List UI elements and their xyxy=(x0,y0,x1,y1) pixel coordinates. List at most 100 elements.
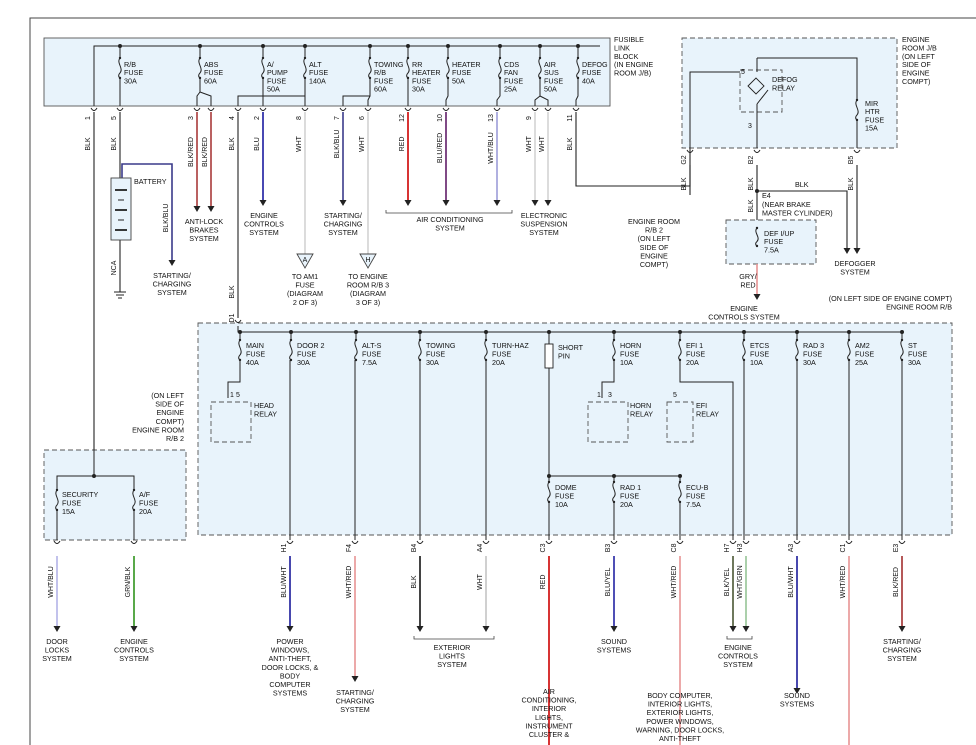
output-pin-icon xyxy=(482,540,490,544)
fuse-terminal xyxy=(55,508,59,512)
destination-label: DOOR xyxy=(46,637,68,646)
engine-room-rb-fuse-label: FUSE xyxy=(297,349,316,358)
fuse-terminal xyxy=(238,358,242,362)
fusible-link-fuse-label: TOWING xyxy=(374,60,404,69)
bus-dot xyxy=(900,330,904,334)
ground-code: NCA xyxy=(111,260,118,275)
destination-label: ANTI-THEFT xyxy=(659,734,702,743)
bus-dot xyxy=(612,330,616,334)
pin-number: 4 xyxy=(229,116,236,120)
pin-number: C3 xyxy=(540,543,547,552)
to-am1-label: TO AM1 xyxy=(292,272,318,281)
fuse-terminal xyxy=(261,76,265,80)
destination-label: CLUSTER & xyxy=(529,730,570,739)
pin-number: A3 xyxy=(788,544,795,553)
boxes-layer xyxy=(43,37,953,541)
pin-number: 10 xyxy=(437,114,444,122)
fuse-terminal xyxy=(368,56,372,60)
fusible-link-fuse-label: FAN xyxy=(504,68,518,77)
ac-arrow-icon xyxy=(442,200,450,206)
to-engine-room-label: TO ENGINE xyxy=(348,272,388,281)
bus-dot xyxy=(538,44,542,48)
fuse-terminal xyxy=(368,76,372,80)
destination-label: EXTERIOR LIGHTS, xyxy=(647,708,714,717)
wire-color-label: BLK/RED xyxy=(893,567,900,597)
fuse-terminal xyxy=(484,358,488,362)
destination-label: WINDOWS, xyxy=(271,646,309,655)
destination-label: STARTING/ xyxy=(336,688,374,697)
electronic-suspension-label: SUSPENSION xyxy=(520,220,567,229)
bus-dot xyxy=(612,474,616,478)
fuse-terminal xyxy=(576,56,580,60)
engine-room-rb-fuse-label: FUSE xyxy=(803,349,822,358)
bus-dot xyxy=(118,44,122,48)
engine-room-rb-fuse-label: 20A xyxy=(686,358,699,367)
bus-dot xyxy=(354,330,358,334)
output-arrow-icon xyxy=(53,626,61,632)
starting-charging-label: STARTING/ xyxy=(153,271,191,280)
bus-dot xyxy=(418,330,422,334)
starting-charging-label: STARTING/ xyxy=(324,211,362,220)
fusible-link-fuse-label: 60A xyxy=(374,85,387,94)
fusible-link-pin-icon xyxy=(544,107,552,111)
def-iup-fuse-label: FUSE xyxy=(764,237,783,246)
sub-fuse-label: 7.5A xyxy=(686,500,701,509)
starting-charging-label: SYSTEM xyxy=(328,228,358,237)
fuse-terminal xyxy=(261,56,265,60)
engine-room-rb-fuse-label: EFI 1 xyxy=(686,341,703,350)
destination-label: SYSTEMS xyxy=(597,646,632,655)
pin-number: H3 xyxy=(737,543,744,552)
engine-room-rb-fuse-label: FUSE xyxy=(908,349,927,358)
engine-room-rb-fuse-label: FUSE xyxy=(855,349,874,358)
rb2-lower-fuse-label: A/F xyxy=(139,490,151,499)
fusible-link-fuse-label: DEFOG xyxy=(582,60,608,69)
pin-number: 9 xyxy=(526,116,533,120)
engine-controls-label: SYSTEM xyxy=(723,660,753,669)
engine-room-jb-label: ROOM J/B xyxy=(902,43,937,52)
fusible-link-fuse-label: FUSE xyxy=(582,68,601,77)
fusible-link-pin-icon xyxy=(207,107,215,111)
anti-lock-label: SYSTEM xyxy=(189,234,219,243)
engine-room-rb-fuse-label: 10A xyxy=(750,358,763,367)
fuse-terminal xyxy=(547,500,551,504)
engine-controls-label: CONTROLS SYSTEM xyxy=(708,313,780,322)
def-iup-fuse-label: 7.5A xyxy=(764,245,779,254)
bus-dot xyxy=(576,44,580,48)
wire-color-label: BLK/BLU xyxy=(163,204,170,233)
pin-number: 7 xyxy=(334,116,341,120)
ac-bracket xyxy=(385,210,513,214)
sub-fuse-label: 20A xyxy=(620,500,633,509)
output-pin-icon xyxy=(742,540,750,544)
rb2-lower-fuse-label: 20A xyxy=(139,507,152,516)
fusible-link-pin-icon xyxy=(259,107,267,111)
wire-color-label: BLK xyxy=(111,137,118,151)
wire-blk-e4-defogger xyxy=(757,190,848,250)
wire xyxy=(196,78,201,106)
output-arrow-icon xyxy=(482,626,490,632)
engine-controls-bracket xyxy=(726,636,753,640)
wire-color-label: RED xyxy=(740,280,755,289)
wire-color-label: BLU/YEL xyxy=(605,567,612,596)
fuse-terminal xyxy=(612,358,616,362)
to-am1-label: FUSE xyxy=(295,281,314,290)
fuse-terminal xyxy=(55,488,59,492)
wire-color-label: BLK/RED xyxy=(188,137,195,167)
defogger-arrow-icon xyxy=(853,248,861,254)
wire-color-label: BLU/RED xyxy=(437,133,444,163)
relay-pin: 5 xyxy=(741,69,745,76)
suspension-arrow-icon xyxy=(531,200,539,206)
pin-number: 12 xyxy=(399,114,406,122)
destination-label: INSTRUMENT xyxy=(525,721,573,730)
destination-label: STARTING/ xyxy=(883,637,921,646)
fuse-terminal xyxy=(547,480,551,484)
fusible-link-fuse-label: PUMP xyxy=(267,68,288,77)
destination-label: LIGHTS, xyxy=(535,713,563,722)
wire xyxy=(237,78,306,106)
defogger-label: SYSTEM xyxy=(840,268,870,277)
bus-dot xyxy=(678,474,682,478)
output-arrow-icon xyxy=(610,626,618,632)
rb2-upper-label: SIDE OF xyxy=(640,243,669,252)
wires-layer xyxy=(56,45,903,745)
rb2-upper-label: ENGINE ROOM xyxy=(628,217,680,226)
